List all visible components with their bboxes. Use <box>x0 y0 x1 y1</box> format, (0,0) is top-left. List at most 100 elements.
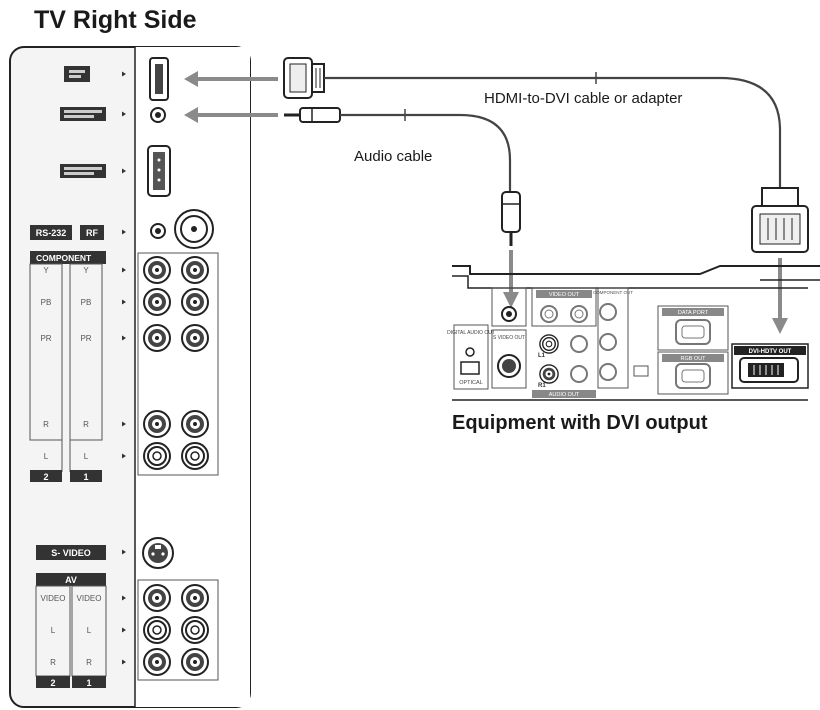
tv-rf-connector[interactable] <box>174 209 214 249</box>
r1-label: R1 <box>538 383 546 389</box>
av-r-jack-1 <box>181 648 209 676</box>
hdmi-plug-icon <box>283 57 325 99</box>
pc-input-label-icon <box>60 164 106 178</box>
rgb-out-frame <box>657 351 729 395</box>
rf-label: RF <box>86 228 98 238</box>
digital-audio-frame <box>453 324 489 390</box>
component-pb-jack-2 <box>143 288 171 316</box>
component-y-jack-2 <box>143 256 171 284</box>
audio-cable <box>340 113 512 192</box>
s-video-label: S- VIDEO <box>51 548 91 558</box>
audio-plug-lower-icon <box>501 191 521 246</box>
av-num-2: 2 <box>50 678 55 688</box>
av-r-2: R <box>50 658 56 667</box>
equipment-audio-jack[interactable] <box>501 306 517 322</box>
component-l-jack-1 <box>181 442 209 470</box>
audio-down-arrow <box>503 250 519 308</box>
dvi-plug-icon <box>751 187 809 253</box>
hdmi-dvi-cable <box>324 76 782 188</box>
component-r-1: R <box>83 420 89 429</box>
rgb-out-label: RGB OUT <box>680 356 706 362</box>
equip-audio-frame <box>491 287 527 327</box>
page-title: TV Right Side <box>34 6 197 34</box>
video-out-jacks[interactable] <box>540 305 588 323</box>
av-l-jack-2 <box>143 616 171 644</box>
component-out-frame <box>597 287 629 389</box>
hdmi-arrow <box>184 71 278 87</box>
tv-hdmi-port[interactable] <box>149 57 169 101</box>
optical-label: OPTICAL <box>459 380 483 386</box>
rgb-out-connector[interactable] <box>675 363 711 389</box>
audio-cable-label: Audio cable <box>354 148 433 165</box>
data-port-connector[interactable] <box>675 319 711 345</box>
audio-arrow <box>184 107 278 123</box>
dvi-out-label: DVI-HDTV OUT <box>749 349 792 355</box>
component-num-2: 2 <box>43 472 48 482</box>
dvi-arrow <box>772 258 788 334</box>
av-label-box <box>36 573 106 586</box>
av-r-1: R <box>86 658 92 667</box>
audio-plug-icon <box>284 107 341 123</box>
av-r-jack-2 <box>143 648 171 676</box>
tv-pc-input-port[interactable] <box>147 145 171 197</box>
rs232-label-box <box>30 225 72 240</box>
hdmi-input-label-icon <box>64 66 90 82</box>
av-num-2-box <box>36 676 70 688</box>
component-jack-frame <box>137 252 219 476</box>
s-video-out-jack[interactable] <box>497 354 521 378</box>
rgb-out-label-box <box>662 354 724 362</box>
audio-out-jacks[interactable] <box>539 334 588 384</box>
component-num-1: 1 <box>83 472 88 482</box>
audio-input-label-icon <box>60 107 106 121</box>
audio-out-label-box <box>532 390 596 398</box>
component-pr-jack-2 <box>143 324 171 352</box>
data-port-frame <box>657 305 729 351</box>
component-l-jack-2 <box>143 442 171 470</box>
data-port-label: DATA PORT <box>678 310 709 316</box>
rf-label-box <box>80 225 104 240</box>
switch-icon <box>633 365 649 377</box>
component-num-1-box <box>70 470 102 482</box>
av-l-jack-1 <box>181 616 209 644</box>
component-l-1: L <box>84 452 89 461</box>
s-video-out-label: S VIDEO OUT <box>493 335 525 341</box>
s-video-out-frame <box>491 329 527 389</box>
component-label: COMPONENT <box>36 253 92 263</box>
video-out-label: VIDEO OUT <box>549 292 580 298</box>
av-label: AV <box>65 575 77 585</box>
component-r-jack-2 <box>143 410 171 438</box>
component-out-label: COMPONENT OUT <box>593 290 633 295</box>
av-video-2: VIDEO <box>41 594 66 603</box>
component-pb-jack-1 <box>181 288 209 316</box>
hdmi-dvi-cable-label: HDMI-to-DVI cable or adapter <box>484 90 683 107</box>
component-y-jack-1 <box>181 256 209 284</box>
digital-audio-label: DIGITAL AUDIO OUT <box>447 330 495 336</box>
tv-rs232-jack[interactable] <box>150 223 166 239</box>
video-out-label-box <box>536 290 592 298</box>
component-r-2: R <box>43 420 49 429</box>
av-video-1: VIDEO <box>77 594 102 603</box>
optical-out-jack[interactable] <box>460 347 480 375</box>
tv-side-panel <box>9 46 251 708</box>
component-y-2: Y <box>43 266 49 275</box>
av-video-jack-1 <box>181 584 209 612</box>
av-l-2: L <box>51 626 56 635</box>
tv-audio-input-jack[interactable] <box>150 107 166 123</box>
component-y-1: Y <box>83 266 89 275</box>
component-r-jack-1 <box>181 410 209 438</box>
data-port-label-box <box>662 308 724 316</box>
av-num-1: 1 <box>86 678 91 688</box>
component-out-jacks[interactable] <box>599 303 617 381</box>
av-jack-frame <box>137 579 219 681</box>
av-num-1-box <box>72 676 106 688</box>
av-l-1: L <box>87 626 92 635</box>
component-pb-2: PB <box>41 298 52 307</box>
av-video-jack-2 <box>143 584 171 612</box>
dvi-out-label-box <box>734 346 806 355</box>
tv-s-video-jack[interactable] <box>142 537 174 569</box>
component-pr-2: PR <box>40 334 51 343</box>
component-pr-1: PR <box>80 334 91 343</box>
equipment-caption: Equipment with DVI output <box>452 412 708 434</box>
dvi-out-connector[interactable] <box>739 357 799 383</box>
